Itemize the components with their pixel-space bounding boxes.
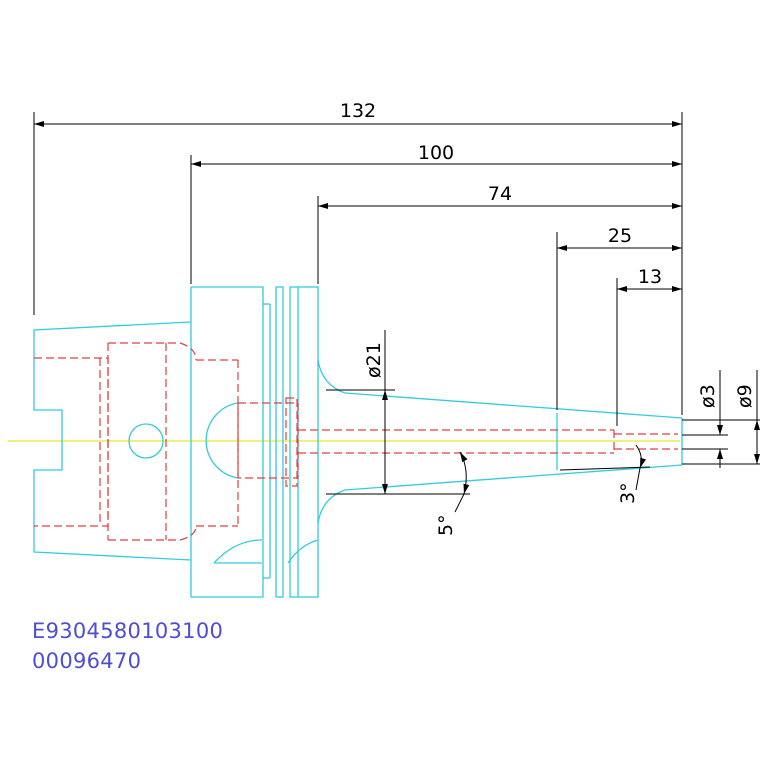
dim-diameter-9: ø9: [734, 384, 756, 408]
dim-25: 25: [608, 225, 632, 247]
dim-13: 13: [638, 266, 662, 288]
hidden-lines: [34, 342, 678, 541]
dim-74: 74: [488, 183, 512, 205]
part-outline: [33, 286, 683, 598]
part-serial: 00096470: [32, 649, 142, 673]
dim-diameter-21: ø21: [363, 342, 385, 378]
dim-angle-3: 3°: [617, 482, 639, 504]
dimension-lines: [33, 112, 760, 513]
dim-diameter-3: ø3: [697, 384, 719, 408]
part-code: E9304580103100: [32, 619, 224, 643]
dim-100: 100: [418, 142, 454, 164]
dim-angle-5: 5°: [435, 514, 457, 536]
dim-132: 132: [340, 100, 376, 122]
